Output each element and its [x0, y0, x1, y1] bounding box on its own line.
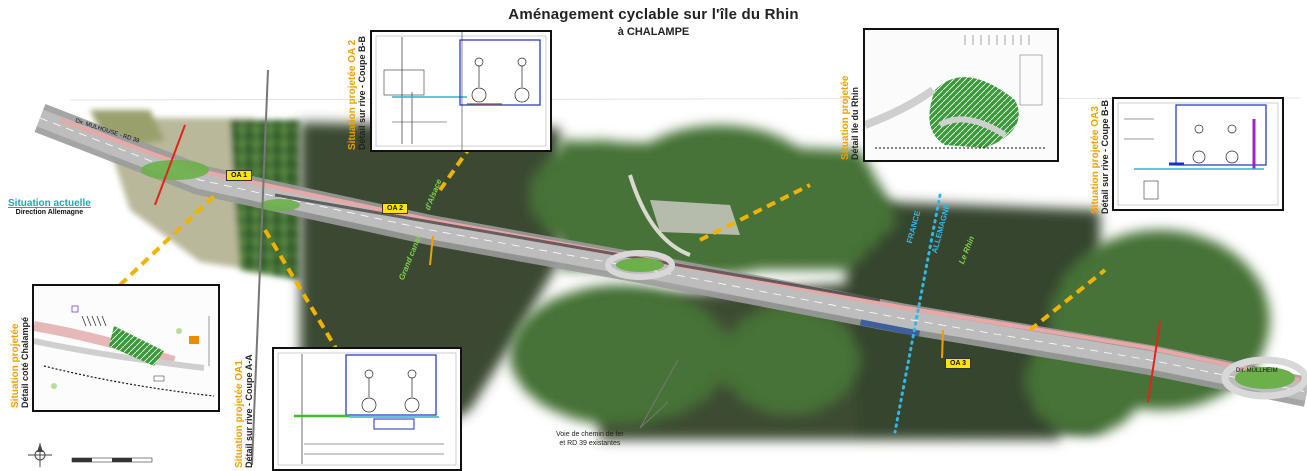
inset-ile-detail — [863, 28, 1059, 162]
inset-chalampe-detail — [32, 284, 220, 412]
north-arrow-icon — [28, 443, 52, 467]
roundabouts — [141, 160, 1307, 400]
scale-bar — [71, 457, 153, 463]
label-oa1: Situation projetée OA1 Détail sur rive -… — [234, 354, 254, 468]
label-ile: Situation projetée Détail île du Rhin — [840, 75, 860, 160]
current-situation-title: Situation actuelle — [8, 198, 91, 209]
structure-tag-oa1: OA 1 — [226, 170, 253, 181]
railway-note: Voie de chemin de fer et RD 39 existante… — [556, 431, 624, 448]
label-oa2: Situation projetée OA 2 Détail sur rive … — [347, 35, 367, 150]
structure-tag-oa3: OA 3 — [945, 358, 972, 369]
section-lines — [154, 124, 1161, 403]
inset-oa1-section — [272, 347, 462, 471]
parking-area — [628, 174, 740, 257]
border-line — [893, 193, 942, 434]
current-situation-label: Situation actuelle Direction Allemagne — [8, 198, 91, 216]
page-title: Aménagement cyclable sur l'île du Rhin — [508, 6, 799, 23]
current-situation-direction: Direction Allemagne — [15, 209, 84, 216]
inset-oa3-section — [1112, 97, 1284, 211]
page-subtitle: à CHALAMPE — [617, 26, 690, 38]
structure-tag-oa2: OA 2 — [382, 203, 409, 214]
road-east-label: Dir. MÜLLHEIM — [1236, 367, 1278, 374]
inset-oa2-section — [370, 30, 552, 152]
label-oa3: Situation projetée OA3 Détail sur rive -… — [1090, 99, 1110, 214]
label-chalampe: Situation projetée Détail coté Chalampé — [10, 316, 30, 408]
